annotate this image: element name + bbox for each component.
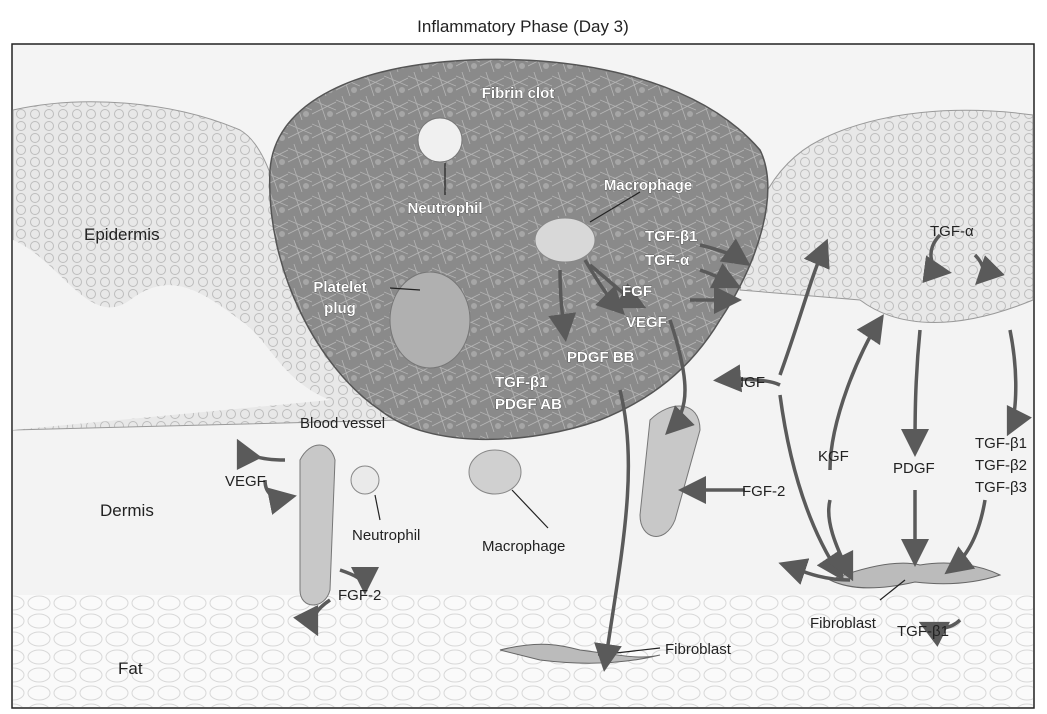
label-macrophage-top: Macrophage <box>604 177 692 194</box>
label-tgf-b1-right: TGF-β1 <box>975 435 1027 452</box>
label-fgf2-right: FGF-2 <box>742 483 785 500</box>
label-neutrophil-top: Neutrophil <box>408 200 483 217</box>
label-neutrophil-bottom: Neutrophil <box>352 527 420 544</box>
label-vegf-left: VEGF <box>225 473 266 490</box>
blood-vessel <box>300 445 335 605</box>
label-fgf-top: FGF <box>622 283 652 300</box>
label-tgf-b1-top: TGF-β1 <box>645 228 698 245</box>
label-tgf-a-top: TGF-α <box>645 252 690 269</box>
diagram-title: Inflammatory Phase (Day 3) <box>417 17 629 36</box>
label-dermis: Dermis <box>100 501 154 520</box>
macrophage-cell-bottom <box>469 450 521 494</box>
label-fibroblast-right: Fibroblast <box>810 615 877 632</box>
label-tgf-b3-right: TGF-β3 <box>975 479 1027 496</box>
label-tgf-b1-mid: TGF-β1 <box>495 374 548 391</box>
label-vegf-top: VEGF <box>626 314 667 331</box>
macrophage-cell-top <box>535 218 595 262</box>
label-pdgf-bb: PDGF BB <box>567 349 635 366</box>
neutrophil-cell-bottom <box>351 466 379 494</box>
label-pdgf-right: PDGF <box>893 460 935 477</box>
label-fgf2-left: FGF-2 <box>338 587 381 604</box>
label-tgf-b1-bottom: TGF-β1 <box>897 623 949 640</box>
label-platelet-plug-2: plug <box>324 300 356 317</box>
label-fat: Fat <box>118 659 143 678</box>
label-fibroblast-bottom: Fibroblast <box>665 641 732 658</box>
label-epidermis: Epidermis <box>84 225 160 244</box>
label-blood-vessel: Blood vessel <box>300 415 385 432</box>
label-tgf-b2-right: TGF-β2 <box>975 457 1027 474</box>
label-pdgf-ab: PDGF AB <box>495 396 562 413</box>
label-macrophage-bottom: Macrophage <box>482 538 565 555</box>
label-platelet-plug-1: Platelet <box>313 279 366 296</box>
label-igf: IGF <box>740 374 765 391</box>
platelet-plug <box>390 272 470 368</box>
neutrophil-cell-top <box>418 118 462 162</box>
label-tgf-a-right: TGF-α <box>930 223 974 240</box>
label-fibrin-clot: Fibrin clot <box>482 85 555 102</box>
label-kgf: KGF <box>818 448 849 465</box>
